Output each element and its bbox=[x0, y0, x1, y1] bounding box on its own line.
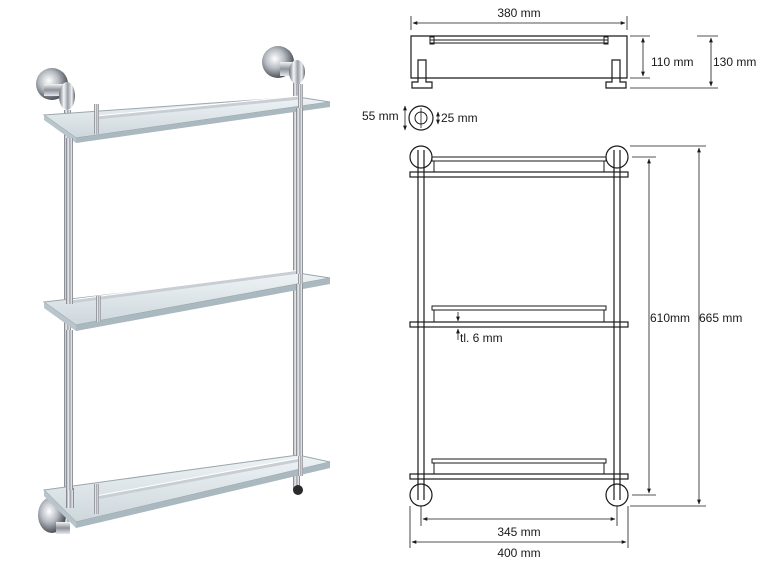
side-view-drawing: 380 mm 110 mm 130 mm bbox=[410, 6, 756, 89]
dim-total-width: 400 mm bbox=[497, 546, 540, 560]
glass-shelf-middle bbox=[42, 262, 331, 331]
product-photo bbox=[36, 46, 331, 534]
glass-shelf-bottom bbox=[42, 452, 331, 528]
front-post-right-lower bbox=[296, 284, 303, 456]
dim-top-width: 380 mm bbox=[497, 6, 540, 20]
front-post-left-lower bbox=[66, 330, 73, 490]
dim-rosette-diameter: 55 mm bbox=[362, 109, 399, 123]
wall-rosette-top-right bbox=[262, 46, 305, 84]
dim-inner-height: 610mm bbox=[650, 311, 690, 325]
dim-total-height: 665 mm bbox=[699, 311, 742, 325]
rosette-detail-drawing: 55 mm 25 mm bbox=[362, 105, 478, 131]
dim-tube-diameter: 25 mm bbox=[441, 111, 478, 125]
front-post-right bbox=[296, 108, 303, 274]
front-post-left bbox=[66, 138, 73, 304]
dim-inner-width: 345 mm bbox=[497, 525, 540, 539]
dim-height-130: 130 mm bbox=[713, 55, 756, 69]
glass-shelf-top bbox=[42, 84, 331, 143]
dim-glass-thickness: tl. 6 mm bbox=[460, 331, 503, 345]
rosette-bottom-right bbox=[293, 485, 303, 495]
wall-rosette-top-left bbox=[36, 68, 75, 110]
front-view-drawing: tl. 6 mm 610mm 665 mm 345 mm 400 mm bbox=[409, 145, 742, 560]
dim-height-110: 110 mm bbox=[651, 55, 693, 69]
